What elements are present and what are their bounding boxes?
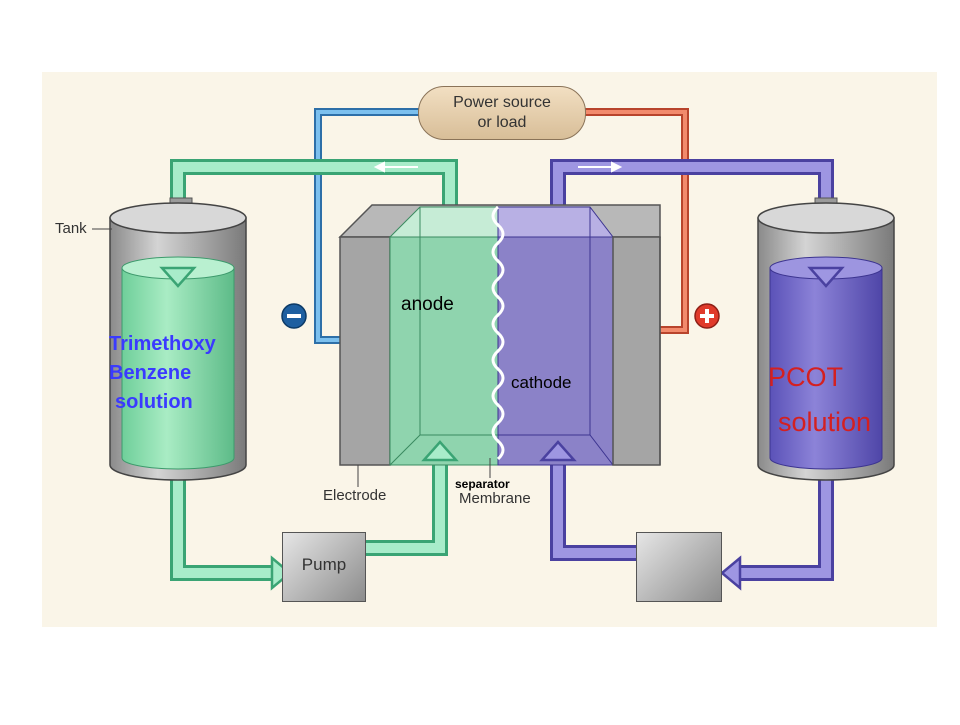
cell (338, 204, 661, 466)
power-source-box: Power source or load (418, 86, 586, 140)
left-pump: Pump (282, 532, 366, 602)
negative-terminal-icon (281, 303, 307, 329)
anode-inlet-arrow (421, 440, 459, 462)
separator-label: separator (455, 477, 510, 491)
left-tank (109, 197, 247, 481)
power-source-line1: Power source (453, 94, 551, 111)
right-tank-inlet-arrow (807, 266, 845, 288)
anode-label: anode (401, 294, 454, 315)
power-source-line2: or load (477, 114, 527, 131)
right-solution-line2: solution (778, 407, 872, 437)
tank-label: Tank (55, 220, 87, 237)
cathode-label: cathode (511, 373, 572, 392)
cathode-inlet-arrow (539, 440, 577, 462)
positive-wire (582, 108, 689, 334)
right-tank (757, 197, 895, 481)
electrode-label: Electrode (323, 487, 387, 504)
electron-flow-arrows (373, 161, 623, 173)
right-pump (636, 532, 722, 602)
pump-label: Pump (301, 555, 347, 574)
right-solution-line1: PCOT (768, 362, 844, 392)
membrane (491, 205, 505, 461)
positive-terminal-icon (694, 303, 720, 329)
left-solution-line1: Trimethoxy (109, 333, 216, 355)
negative-wire (314, 108, 420, 344)
left-solution-line3: solution (115, 391, 193, 413)
purple-flow-pipes (550, 159, 834, 581)
left-solution-line2: Benzene (109, 362, 192, 384)
membrane-label: Membrane (459, 490, 531, 507)
left-tank-inlet-arrow (159, 266, 197, 288)
